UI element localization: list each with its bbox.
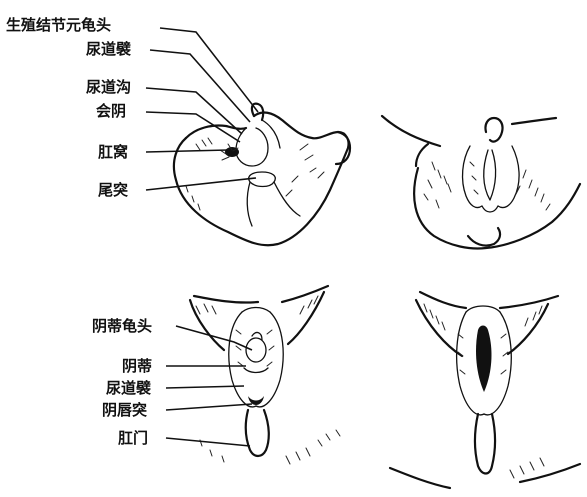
- panel-bottom-left-drawing: [190, 286, 340, 464]
- panel-top-left-drawing: [174, 104, 350, 246]
- label-labial-swelling: 阴唇突: [102, 401, 147, 419]
- label-genital-tubercle-glans: 生殖结节元龟头: [6, 16, 111, 34]
- label-clitoral-glans: 阴蒂龟头: [92, 317, 152, 335]
- label-anal-pit: 肛窝: [98, 143, 128, 161]
- label-urethral-groove: 尿道沟: [86, 78, 131, 96]
- label-urethral-fold-top: 尿道襞: [86, 40, 131, 58]
- panel-top-right-drawing: [382, 116, 580, 249]
- label-clitoris: 阴蒂: [122, 357, 152, 375]
- label-urethral-fold-bottom: 尿道襞: [106, 379, 151, 397]
- label-tail-protrusion: 尾突: [98, 181, 128, 199]
- leader-lines: [146, 28, 258, 446]
- panel-bottom-right-drawing: [390, 292, 580, 488]
- label-anus: 肛门: [118, 429, 148, 447]
- label-perineum: 会阴: [96, 102, 126, 120]
